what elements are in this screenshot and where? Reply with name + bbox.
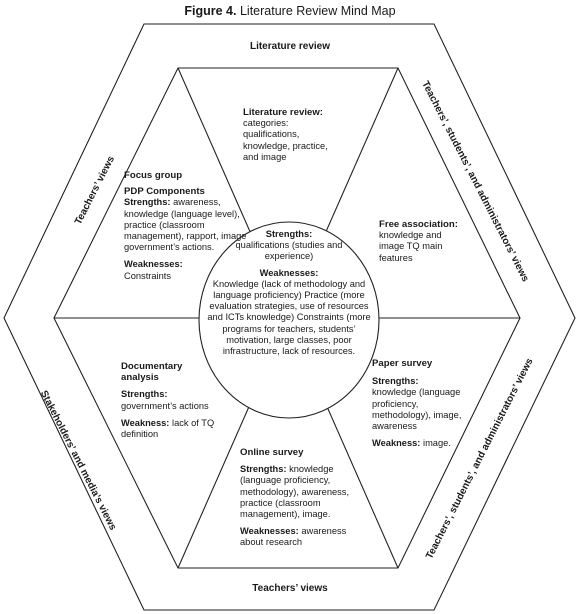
strengths-block: Strengths: knowledge (language proficien… [240,464,360,520]
weaknesses-label: Weaknesses: [259,267,319,278]
segment-line: knowledge, practice, [243,140,328,151]
center-content: Strengths: qualifications (studies and e… [205,229,373,357]
weaknesses-text: image. [423,438,451,449]
strengths-text: awareness, knowledge (language level), p… [124,197,247,253]
weaknesses-label: Weaknesses: [240,526,299,537]
segment-free-association: Free association: knowledge and image TQ… [379,219,479,264]
segment-line: knowledge and [379,230,442,241]
weaknesses-block: Weaknesses: Constraints [124,259,256,281]
strengths-block: Strengths: awareness, knowledge (languag… [124,197,256,253]
strengths-label: Strengths: [240,464,287,475]
segment-subheading: PDP Components [124,186,205,198]
strengths-label: Strengths: [121,389,168,400]
strengths-text: qualifications (studies and experience) [235,240,343,262]
segment-documentary-analysis: Documentary analysis Strengths: governme… [121,361,217,440]
segment-line: qualifications, [243,129,300,140]
segment-line: categories: [243,118,289,129]
weaknesses-label: Weakness: [121,417,170,428]
figure-title-text: Literature Review Mind Map [239,4,396,18]
weaknesses-label: Weakness: [372,438,421,449]
outer-label-bottom: Teachers’ views [252,583,328,594]
strengths-label: Strengths: [124,197,171,208]
strengths-text: government’s actions [121,400,209,411]
segment-heading: Documentary [121,361,183,372]
segment-line: and image [243,151,287,162]
outer-hexagon [3,23,576,611]
segment-heading: Literature review: [243,107,323,118]
center-weaknesses: Weaknesses: Knowledge (lack of methodolo… [205,268,373,358]
segment-heading: Paper survey [372,358,433,369]
figure-title: Figure 4. Literature Review Mind Map [0,4,580,18]
weaknesses-text: Constraints [124,270,172,281]
weaknesses-block: Weakness: image. [372,438,468,449]
segment-heading: analysis [121,372,159,384]
center-ellipse [198,221,380,419]
segment-online-survey: Online survey Strengths: knowledge (lang… [240,447,360,549]
strengths-text: knowledge (language proficiency, methodo… [240,464,350,520]
segment-line: image TQ main [379,241,443,252]
figure-number: Figure 4. [184,4,237,18]
weaknesses-block: Weaknesses: awareness about research [240,526,360,548]
strengths-block: Strengths: government’s actions [121,389,217,411]
strengths-text: knowledge (language proficiency, methodo… [372,387,462,432]
weaknesses-block: Weakness: lack of TQ definition [121,418,217,440]
segment-focus-group: Focus group PDP Components Strengths: aw… [124,170,256,282]
segment-literature-review: Literature review: categories: qualifica… [243,107,373,163]
segment-heading: Online survey [240,447,304,458]
weaknesses-label: Weaknesses: [124,259,183,270]
weaknesses-text: Knowledge (lack of methodology and langu… [207,278,371,357]
center-strengths: Strengths: qualifications (studies and e… [205,229,373,263]
strengths-label: Strengths: [265,229,313,239]
segment-heading: Focus group [124,170,183,181]
strengths-block: Strengths: knowledge (language proficien… [372,376,468,432]
segment-line: features [379,252,413,263]
outer-label-top: Literature review [249,41,331,52]
segment-heading: Free association: [379,219,458,230]
weaknesses-text: awareness about research [240,526,347,548]
weaknesses-text: lack of TQ definition [121,417,215,440]
segment-paper-survey: Paper survey Strengths: knowledge (langu… [372,358,468,449]
strengths-label: Strengths: [372,376,419,387]
